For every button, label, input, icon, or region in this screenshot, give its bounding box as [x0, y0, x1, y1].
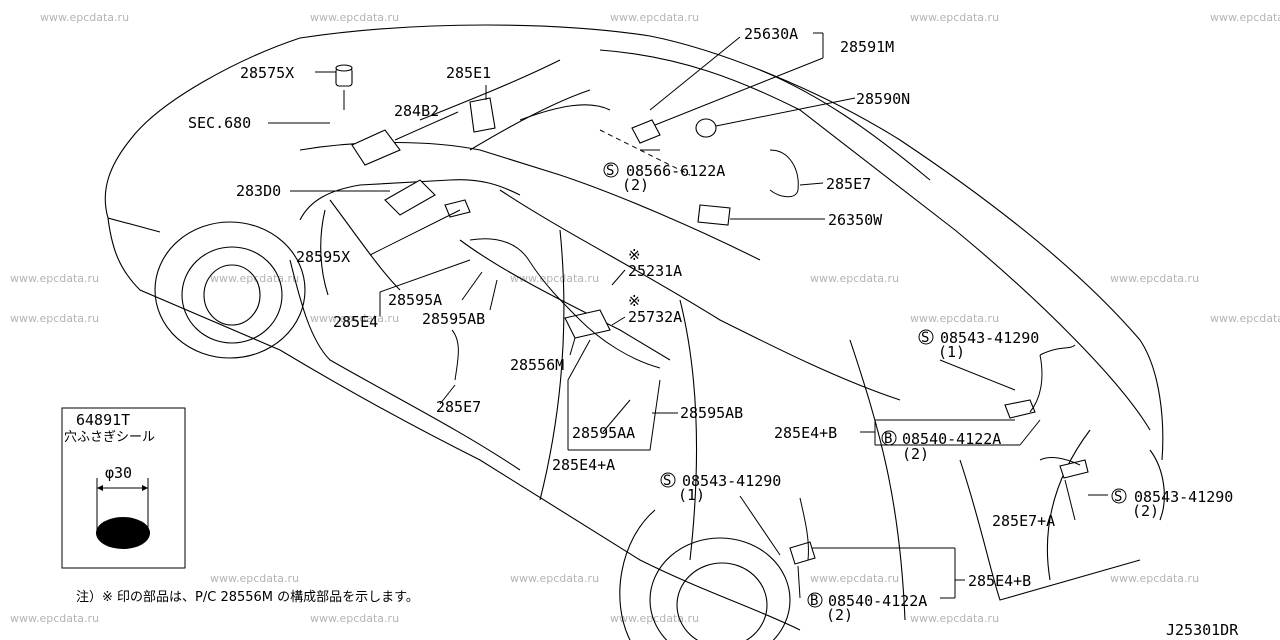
connector-25630A-icon	[631, 119, 661, 144]
inset-part-number: 64891T	[76, 411, 130, 429]
watermark-text: www.epcdata.ru	[1110, 272, 1199, 285]
label-sec680: SEC.680	[188, 114, 251, 132]
bottom-bracket-icon	[789, 541, 816, 565]
label-285E4-B-right: 285E4+B	[774, 424, 837, 442]
footnote: 注）※ 印の部品は、P/C 28556M の構成部品を示します。	[76, 590, 419, 605]
mark-bolt-b: B	[810, 593, 818, 609]
label-25732A: 25732A	[628, 308, 682, 326]
watermark-text: www.epcdata.ru	[210, 572, 299, 585]
label-28595AB-left: 28595AB	[422, 310, 485, 328]
watermarks: www.epcdata.ru www.epcdata.ru www.epcdat…	[10, 11, 1280, 625]
note-mark: ※	[628, 292, 641, 310]
watermark-text: www.epcdata.ru	[610, 11, 699, 24]
part-labels: 28575X 285E1 284B2 SEC.680 283D0 28595X …	[188, 25, 1233, 624]
label-08543-c-qty: (2)	[1132, 502, 1159, 520]
rear-sensor-icon	[1059, 459, 1089, 479]
watermark-text: www.epcdata.ru	[810, 572, 899, 585]
label-08540-b-qty: (2)	[826, 606, 853, 624]
plug-part-top	[335, 64, 353, 72]
watermark-text: www.epcdata.ru	[10, 612, 99, 625]
relay-icon	[469, 97, 496, 133]
label-285E4-A: 285E4+A	[552, 456, 615, 474]
label-08540-4122A-b: 08540-4122A	[828, 592, 927, 610]
mark-bolt-b: B	[884, 431, 892, 447]
label-285E7-A: 285E7+A	[992, 512, 1055, 530]
label-08543-41290-c: 08543-41290	[1134, 488, 1233, 506]
label-08543-a-qty: (1)	[938, 343, 965, 361]
label-285E7-top: 285E7	[826, 175, 871, 193]
label-08566-6122A: 08566-6122A	[626, 162, 725, 180]
diagram-code: J25301DR	[1166, 621, 1239, 639]
watermark-text: www.epcdata.ru	[1210, 11, 1280, 24]
label-08566-qty: (2)	[622, 176, 649, 194]
watermark-text: www.epcdata.ru	[610, 612, 699, 625]
watermark-text: www.epcdata.ru	[910, 11, 999, 24]
watermark-text: www.epcdata.ru	[510, 272, 599, 285]
mark-screw-s: S	[606, 163, 614, 179]
label-28595AB-right: 28595AB	[680, 404, 743, 422]
watermark-text: www.epcdata.ru	[40, 11, 129, 24]
inset-hole-seal: 64891T 穴ふさぎシール φ30	[61, 407, 186, 569]
watermark-text: www.epcdata.ru	[310, 612, 399, 625]
control-unit-icon	[351, 129, 401, 166]
label-26350W: 26350W	[828, 211, 883, 229]
label-28595A: 28595A	[388, 291, 442, 309]
ring-28590N-icon	[695, 118, 717, 138]
label-28590N: 28590N	[856, 90, 910, 108]
label-28591M: 28591M	[840, 38, 894, 56]
car-body-outline	[104, 24, 1165, 640]
rear-bracket-icon	[1004, 399, 1036, 419]
watermark-text: www.epcdata.ru	[1210, 312, 1280, 325]
watermark-text: www.epcdata.ru	[10, 272, 99, 285]
inset-dimension: φ30	[105, 464, 132, 482]
label-08543-b-qty: (1)	[678, 486, 705, 504]
watermark-text: www.epcdata.ru	[910, 312, 999, 325]
inset-description: 穴ふさぎシール	[64, 430, 155, 445]
watermark-text: www.epcdata.ru	[510, 572, 599, 585]
parts	[335, 64, 1089, 565]
label-25231A: 25231A	[628, 262, 682, 280]
label-28595X: 28595X	[296, 248, 350, 266]
watermark-text: www.epcdata.ru	[810, 272, 899, 285]
bracket-283D0-icon	[384, 179, 436, 216]
seal-shape-icon	[96, 517, 150, 549]
watermark-text: www.epcdata.ru	[210, 272, 299, 285]
label-28556M: 28556M	[510, 356, 564, 374]
watermark-text: www.epcdata.ru	[1110, 572, 1199, 585]
watermark-text: www.epcdata.ru	[310, 312, 399, 325]
watermark-text: www.epcdata.ru	[10, 312, 99, 325]
label-285E4: 285E4	[333, 313, 378, 331]
label-08543-41290-b: 08543-41290	[682, 472, 781, 490]
label-08540-4122A-a: 08540-4122A	[902, 430, 1001, 448]
harness-wires	[451, 149, 1081, 561]
label-285E7-mid: 285E7	[436, 398, 481, 416]
harness-block-icon	[564, 309, 611, 339]
label-28575X: 28575X	[240, 64, 294, 82]
note-mark: ※	[628, 246, 641, 264]
label-283D0: 283D0	[236, 182, 281, 200]
module-26350W-icon	[697, 204, 731, 226]
label-28595AA: 28595AA	[572, 424, 635, 442]
label-285E1: 285E1	[446, 64, 491, 82]
watermark-text: www.epcdata.ru	[910, 612, 999, 625]
mark-screw-s: S	[663, 473, 671, 489]
label-25630A: 25630A	[744, 25, 798, 43]
label-284B2: 284B2	[394, 102, 439, 120]
mark-screw-s: S	[921, 330, 929, 346]
mark-screw-s: S	[1114, 489, 1122, 505]
label-08543-41290-a: 08543-41290	[940, 329, 1039, 347]
label-08540-a-qty: (2)	[902, 445, 929, 463]
sensor-icon	[444, 199, 471, 218]
watermark-text: www.epcdata.ru	[310, 11, 399, 24]
label-285E4-B-bottom: 285E4+B	[968, 572, 1031, 590]
leader-lines	[268, 32, 1108, 599]
